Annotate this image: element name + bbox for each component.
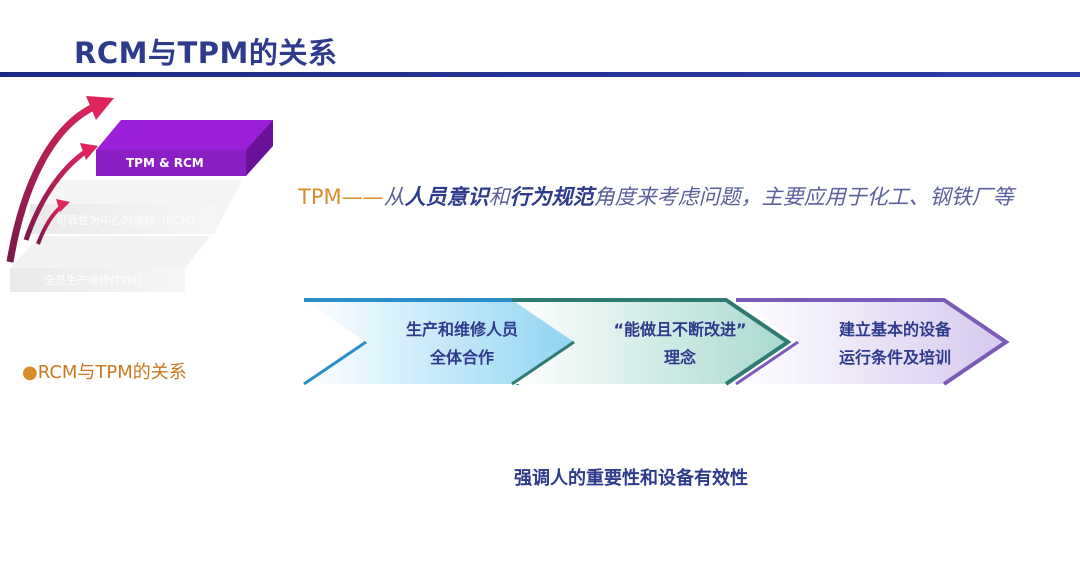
step-bottom-top-face [10,236,210,268]
bullet-dot: ● [22,362,38,383]
large-arrow [6,101,100,263]
step-top-side [246,120,273,176]
chevron-1-line2: 全体合作 [429,348,494,367]
tpm-bold-1: 人员意识 [404,185,489,209]
title-divider [0,72,1080,77]
step-top-face [96,120,273,150]
chevron-2-text: “能做且不断改进” 理念 [580,316,780,372]
step-graphic [6,96,273,292]
step-bottom [10,268,185,292]
chevron-flow [303,298,1010,386]
chevron-1 [304,300,578,384]
emphasis-text: 强调人的重要性和设备有效性 [514,468,748,489]
tpm-text-1: 从 [383,185,405,209]
chevron-2 [512,300,788,384]
chevron-3 [736,300,1006,384]
tpm-lead: TPM—— [298,185,384,209]
chevron-1-notch [303,340,367,386]
tpm-text-3: 角度来考虑问题，主要应用于化工、钢铁厂等 [593,185,1014,209]
step-bottom-label: 全员生产维修(TPM) [44,274,142,287]
small-arrow-head [56,199,70,212]
chevron-3-edge [736,298,1010,386]
chevron-3-line2: 运行条件及培训 [838,348,951,367]
tpm-statement: TPM——从人员意识和行为规范角度来考虑问题，主要应用于化工、钢铁厂等 [298,180,1068,214]
chevron-1-line1: 生产和维修人员 [405,320,518,339]
step-top [96,150,246,176]
tpm-text-2: 和 [488,185,510,209]
chevron-2-line1: “能做且不断改进” [613,320,747,339]
page-title: RCM与TPM的关系 [74,36,338,70]
step-diagram: TPM & RCM 可靠性为中心的维修（RCM） 全员生产维修(TPM) [0,0,300,310]
bullet-text: RCM与TPM的关系 [37,362,187,383]
step-top-label: TPM & RCM [126,156,204,170]
bullet-item: ●RCM与TPM的关系 [22,358,187,384]
chevron-2-line2: 理念 [663,348,696,367]
chevron-2-notch [511,340,575,386]
chevron-3-notch [735,340,799,386]
mid-arrow-head [80,143,98,160]
tpm-bold-2: 行为规范 [509,185,594,209]
chevron-3-text: 建立基本的设备 运行条件及培训 [810,316,980,372]
chevron-2-edge [512,298,792,386]
large-arrow-head [86,96,114,120]
chevron-1-text: 生产和维修人员 全体合作 [372,316,552,372]
mid-arrow [23,147,90,241]
step-middle-label: 可靠性为中心的维修（RCM） [56,214,202,227]
chevron-3-line1: 建立基本的设备 [838,320,951,339]
